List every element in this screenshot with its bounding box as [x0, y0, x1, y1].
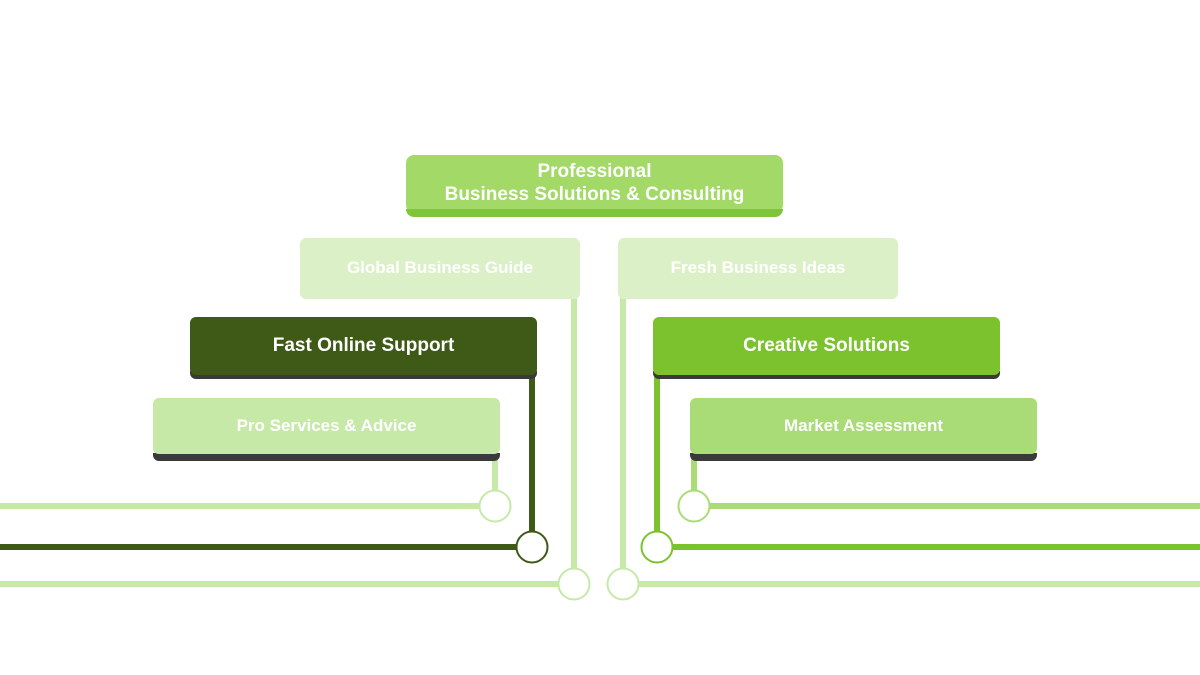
title-box: Professional Business Solutions & Consul…	[406, 155, 783, 217]
label-global-business-guide: Global Business Guide	[346, 258, 534, 278]
node-global	[557, 567, 591, 601]
label-creative-solutions: Creative Solutions	[743, 334, 910, 356]
title-line-1: Professional	[537, 161, 652, 183]
label-fresh-business-ideas: Fresh Business Ideas	[670, 258, 846, 278]
node-market	[677, 489, 711, 523]
box-market-assessment: Market Assessment	[690, 398, 1037, 454]
title-text: Professional Business Solutions & Consul…	[445, 161, 745, 207]
label-pro-services-advice: Pro Services & Advice	[236, 415, 417, 435]
node-pro	[478, 489, 512, 523]
node-fresh	[606, 567, 640, 601]
shadow-fast-online-support	[190, 371, 537, 379]
box-fresh-business-ideas: Fresh Business Ideas	[618, 238, 898, 299]
node-fast	[515, 530, 549, 564]
label-fast-online-support: Fast Online Support	[272, 334, 455, 356]
title-line-2: Business Solutions & Consulting	[444, 184, 745, 205]
label-market-assessment: Market Assessment	[783, 415, 944, 435]
box-creative-solutions: Creative Solutions	[653, 317, 1000, 375]
box-global-business-guide: Global Business Guide	[300, 238, 580, 299]
shadow-pro-services	[153, 453, 500, 461]
box-pro-services-advice: Pro Services & Advice	[153, 398, 500, 454]
node-creative	[640, 530, 674, 564]
box-fast-online-support: Fast Online Support	[190, 317, 537, 375]
shadow-market-assessment	[690, 453, 1037, 461]
shadow-creative-solutions	[653, 371, 1000, 379]
